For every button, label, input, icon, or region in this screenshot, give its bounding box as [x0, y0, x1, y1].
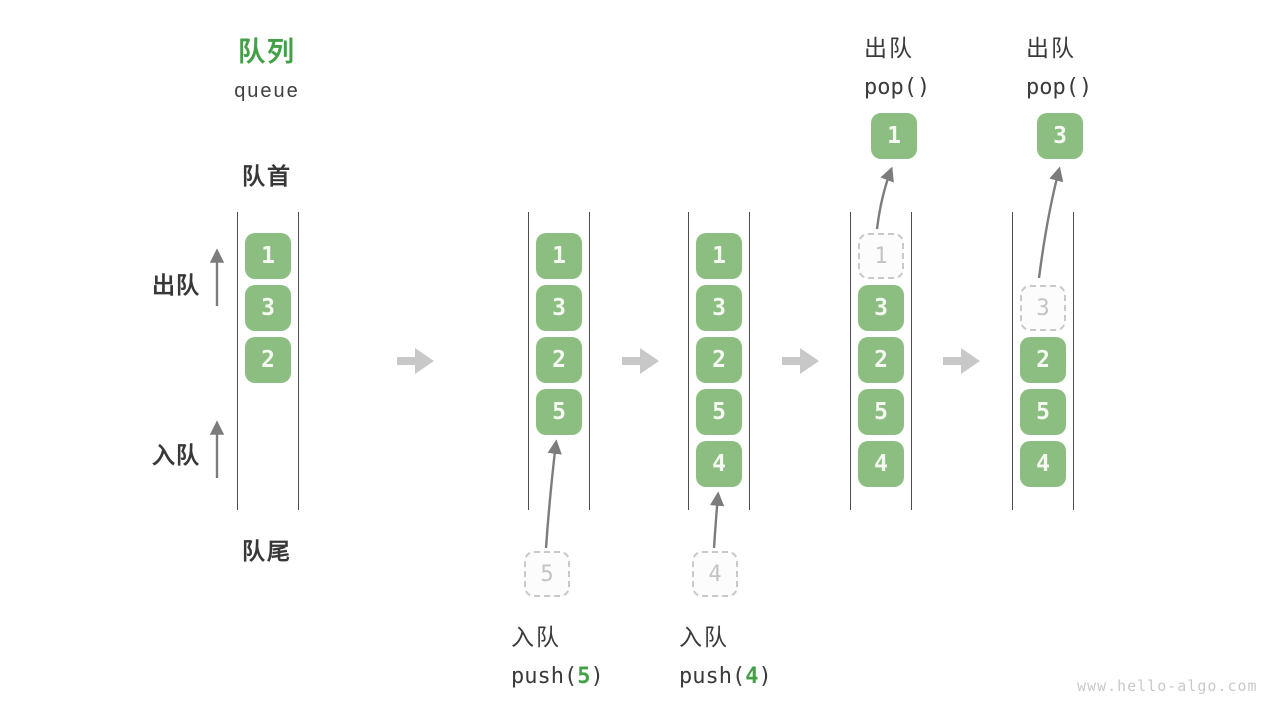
queue-block: 2 [245, 337, 291, 383]
enqueue-op-label: 入队 [511, 624, 561, 650]
queue-state-column-5: 3 2 5 4 [1012, 212, 1074, 510]
code-arg: 4 [745, 664, 759, 689]
enqueue-ghost-box: 4 [692, 551, 738, 597]
code-arg: 5 [577, 664, 591, 689]
queue-state-column-3: 1 3 2 5 4 [688, 212, 750, 510]
code-close: ) [758, 664, 772, 689]
dequeue-op-code: pop() [1026, 75, 1093, 100]
enqueue-op-code: push(4) [679, 664, 772, 689]
queue-block: 4 [1020, 441, 1066, 487]
queue-block: 3 [858, 285, 904, 331]
enqueue-op-1: 入队 push(5) [511, 618, 604, 689]
dequeue-op-label: 出队 [1026, 35, 1076, 61]
queue-block: 1 [245, 233, 291, 279]
enqueue-op-code: push(5) [511, 664, 604, 689]
queue-block: 3 [245, 285, 291, 331]
queue-block: 2 [1020, 337, 1066, 383]
code-fn: push( [511, 664, 578, 689]
queue-rear-label: 队尾 [242, 538, 292, 564]
dequeue-op-2: 出队 pop() [1026, 29, 1092, 100]
queue-front-label: 队首 [242, 163, 292, 189]
dequeued-ghost-slot: 1 [858, 233, 904, 279]
queue-block: 4 [696, 441, 742, 487]
queue-block: 1 [536, 233, 582, 279]
queue-block: 3 [536, 285, 582, 331]
transition-arrow-icon [622, 348, 659, 374]
queue-block: 4 [858, 441, 904, 487]
dequeue-op-code: pop() [864, 75, 931, 100]
code-close: ) [590, 664, 604, 689]
dequeued-ghost-slot: 3 [1020, 285, 1066, 331]
queue-block: 5 [858, 389, 904, 435]
queue-block: 5 [536, 389, 582, 435]
diagram-title-zh: 队列 [238, 37, 296, 67]
enqueue-ghost-box: 5 [524, 551, 570, 597]
enqueue-side-label: 入队 [152, 442, 200, 468]
enqueue-op-2: 入队 push(4) [679, 618, 772, 689]
transition-arrow-icon [943, 348, 980, 374]
transition-arrow-icon [782, 348, 819, 374]
queue-block: 2 [536, 337, 582, 383]
queue-block: 5 [696, 389, 742, 435]
enqueue-op-label: 入队 [679, 624, 729, 650]
dequeue-op-1: 出队 pop() [864, 29, 930, 100]
site-watermark: www.hello-algo.com [1077, 677, 1258, 695]
queue-block: 1 [696, 233, 742, 279]
queue-state-column-4: 1 3 2 5 4 [850, 212, 912, 510]
dequeue-side-label: 出队 [152, 272, 200, 298]
dequeue-op-label: 出队 [864, 35, 914, 61]
popped-value-block: 1 [871, 113, 917, 159]
queue-block: 2 [696, 337, 742, 383]
transition-arrow-icon [397, 348, 434, 374]
queue-state-column-1: 1 3 2 [237, 212, 299, 510]
popped-value-block: 3 [1037, 113, 1083, 159]
diagram-header: 队列 queue [234, 30, 300, 103]
diagram-title-en: queue [234, 80, 300, 102]
queue-state-column-2: 1 3 2 5 [528, 212, 590, 510]
queue-block: 3 [696, 285, 742, 331]
code-fn: push( [679, 664, 746, 689]
queue-block: 2 [858, 337, 904, 383]
queue-block: 5 [1020, 389, 1066, 435]
